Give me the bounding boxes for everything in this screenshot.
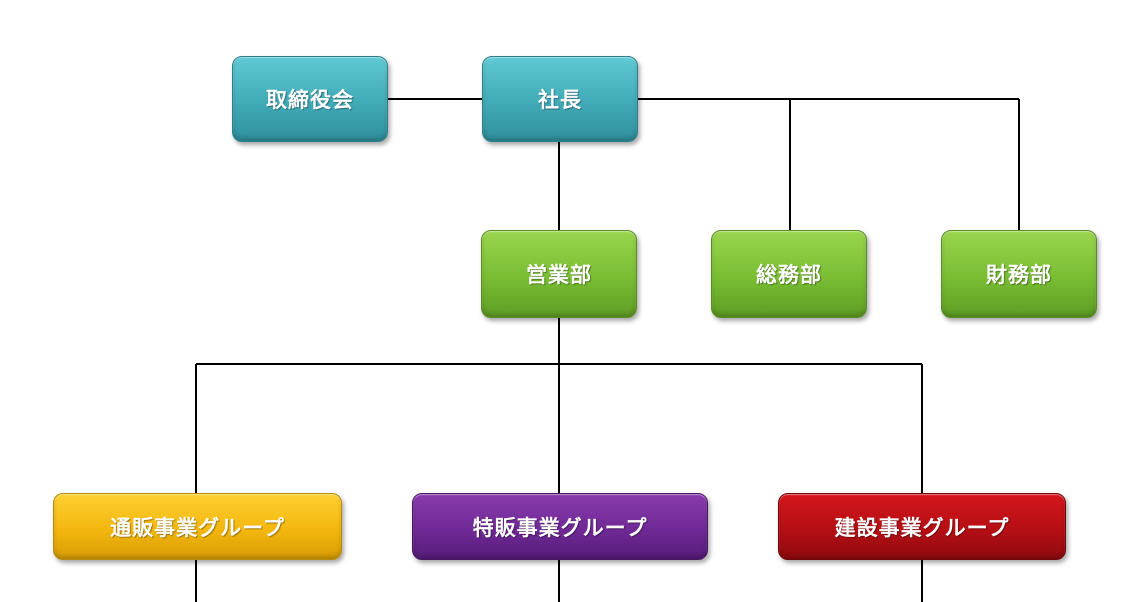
- construction-group-label: 建設事業グループ: [834, 515, 1010, 540]
- general-affairs-department-label: 総務部: [756, 263, 822, 287]
- construction-group-node: 建設事業グループ: [778, 493, 1066, 560]
- mail-order-group-label: 通販事業グループ: [110, 515, 285, 540]
- mail-order-group-node: 通販事業グループ: [53, 493, 342, 560]
- finance-department-node: 財務部: [941, 230, 1097, 318]
- special-sales-group-label: 特販事業グループ: [472, 515, 648, 540]
- general-affairs-department-node: 総務部: [711, 230, 867, 318]
- board-of-directors-label: 取締役会: [266, 88, 354, 112]
- president-label: 社長: [538, 88, 582, 112]
- special-sales-group-node: 特販事業グループ: [412, 493, 708, 560]
- president-node: 社長: [482, 56, 638, 142]
- sales-department-label: 営業部: [526, 263, 592, 287]
- board-of-directors-node: 取締役会: [232, 56, 388, 142]
- sales-department-node: 営業部: [481, 230, 637, 318]
- finance-department-label: 財務部: [986, 263, 1052, 287]
